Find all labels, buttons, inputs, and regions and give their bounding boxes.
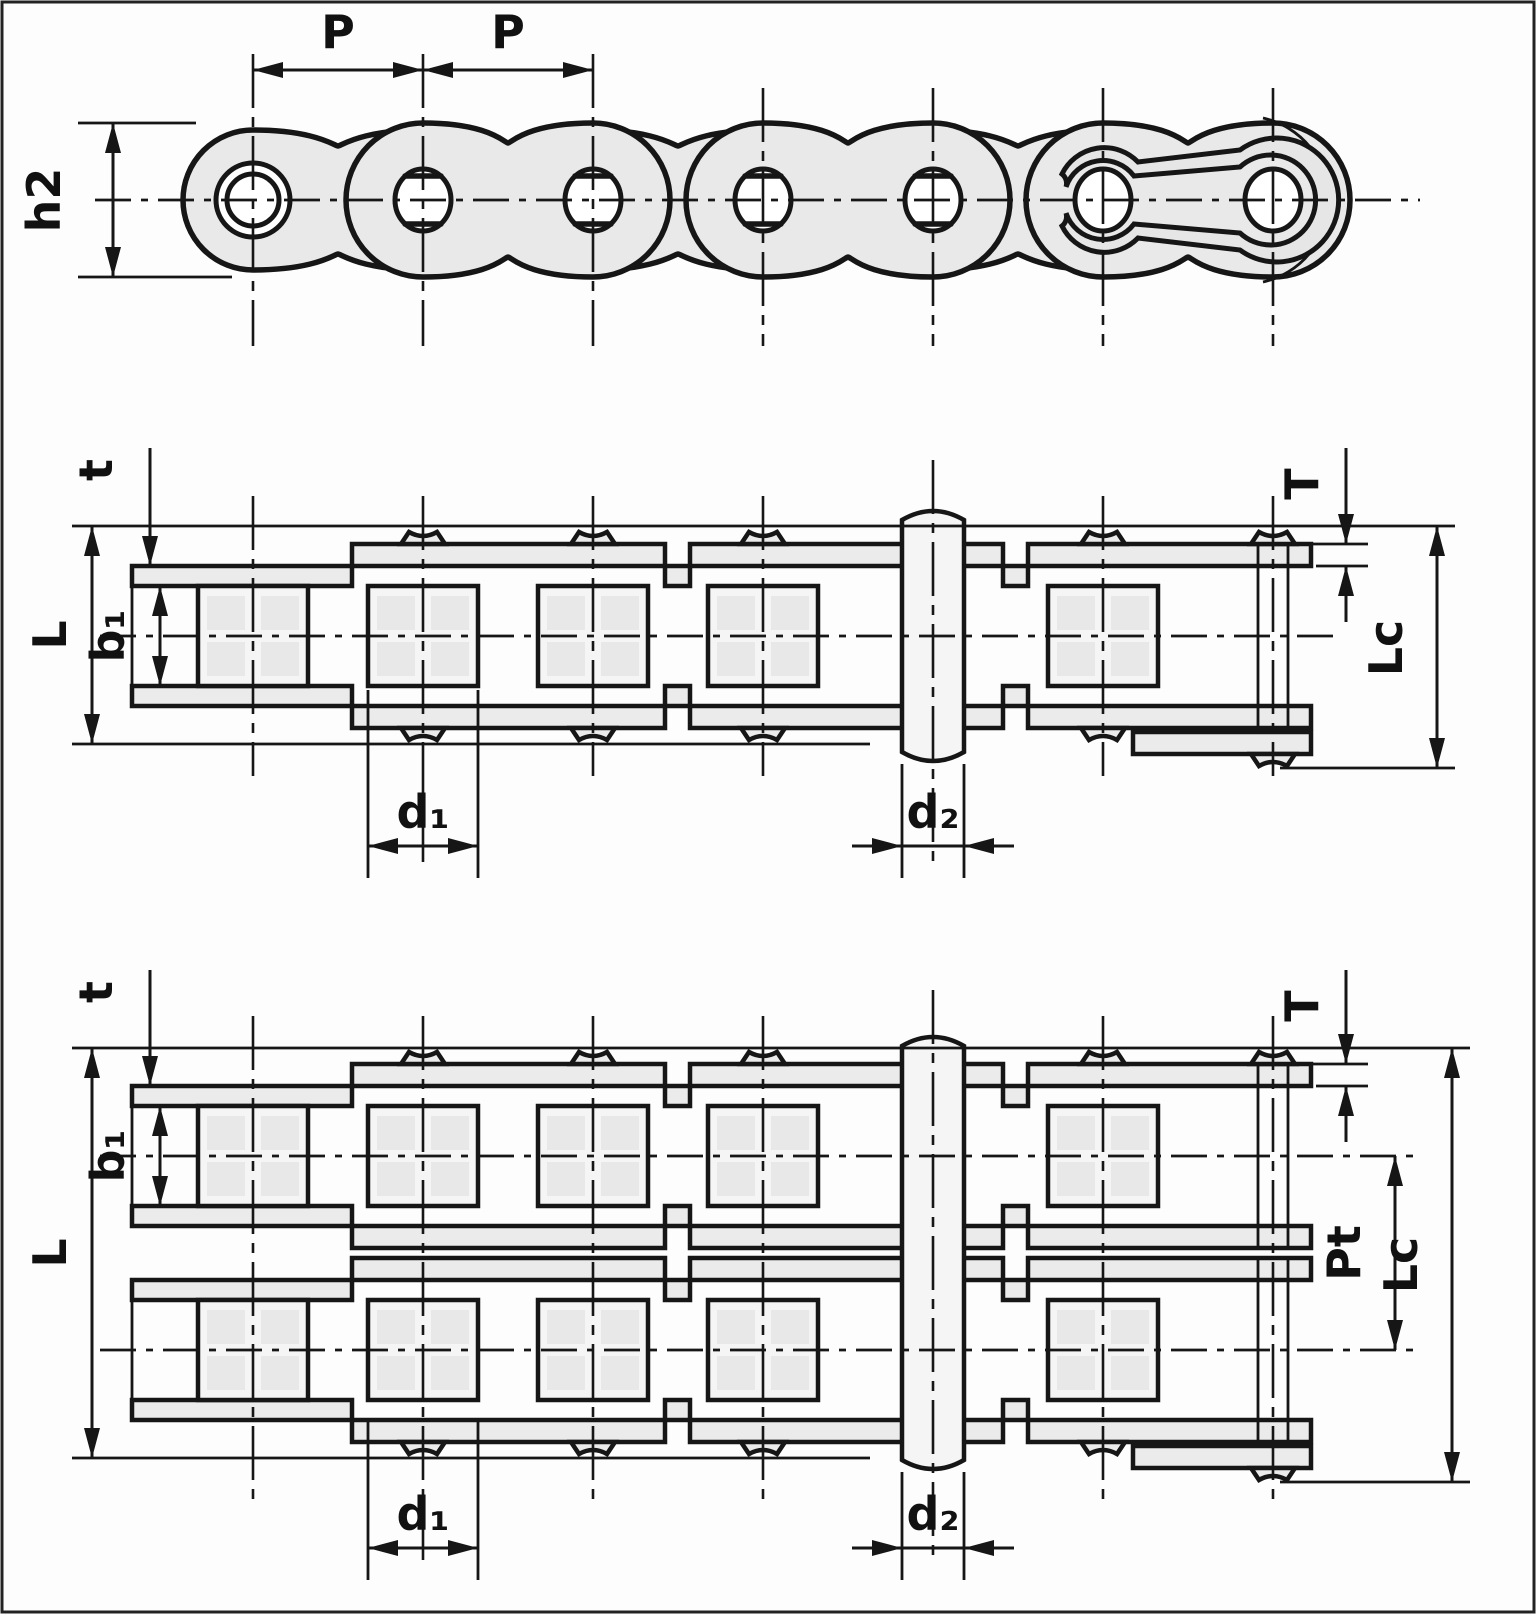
label-Lc-single: Lc [1359,620,1413,677]
label-d1-single: d₁ [396,785,449,839]
dim-d2-single: d₂ [852,764,1014,878]
dim-t-duplex: t [69,970,158,1086]
label-t-single: t [69,459,123,481]
label-d2-single: d₂ [906,785,959,839]
label-b1-duplex: b₁ [81,1129,135,1182]
dim-d2-duplex: d₂ [852,1472,1014,1580]
dim-Pt-duplex: Pt [1317,1156,1403,1350]
label-Lc-duplex: Lc [1374,1237,1428,1294]
duplex-plan-view: L t b₁ T Pt [23,970,1470,1580]
label-t-duplex: t [69,981,123,1003]
single-strand-plan-view: L t b₁ T Lc [23,448,1455,878]
label-d2-duplex: d₂ [906,1487,959,1541]
label-pitch-left: P [321,5,355,59]
side-elevation-view: P P h2 [17,5,1420,346]
dim-d1-duplex: d₁ [366,1420,480,1580]
label-T-single: T [1275,468,1329,500]
dim-b1-single: b₁ [81,586,168,686]
dim-L-duplex: L [23,1048,100,1458]
spring-clip [1058,135,1342,265]
label-L-duplex: L [23,1238,77,1267]
dimension-pitch: P P [253,5,593,78]
label-Pt-duplex: Pt [1317,1225,1371,1281]
dimension-plate-height: h2 [17,121,232,279]
dim-Lc-duplex: Lc [1280,1048,1470,1484]
label-plate-height: h2 [17,168,71,233]
dim-b1-duplex: b₁ [81,1106,168,1206]
dim-T-duplex: T [1275,970,1368,1142]
dim-d1-single: d₁ [366,690,480,878]
label-pitch-right: P [491,5,525,59]
dim-L-single: L [23,526,100,744]
label-d1-duplex: d₁ [396,1487,449,1541]
dim-t-single: t [69,448,158,566]
dim-Lc-single: Lc [1280,526,1455,770]
label-b1-single: b₁ [81,609,135,662]
label-T-duplex: T [1275,990,1329,1022]
dim-T-single: T [1275,448,1368,622]
label-L-single: L [23,620,77,649]
